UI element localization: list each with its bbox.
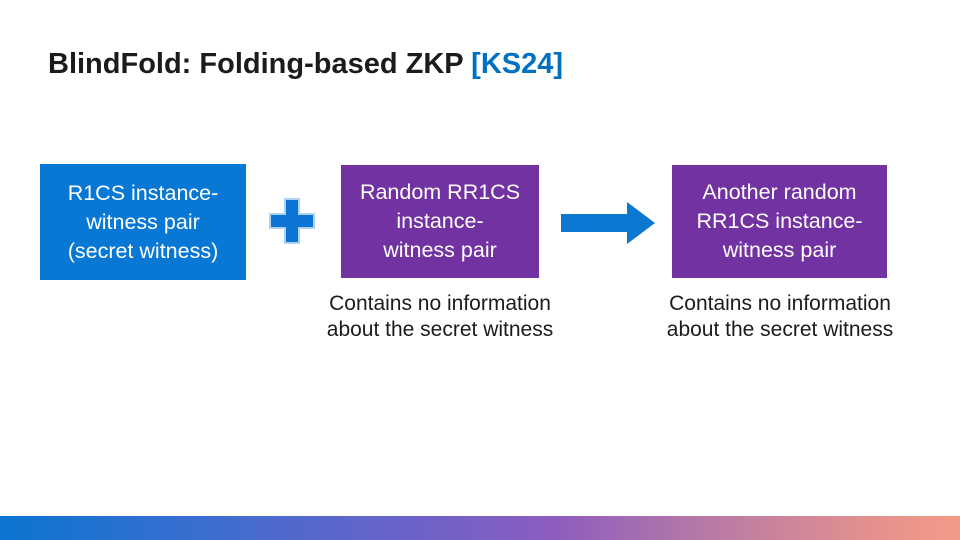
box-line: Random RR1CS	[359, 180, 521, 204]
caption-line: Contains no information	[329, 292, 551, 315]
box-r1cs-instance-witness: R1CS instance- witness pair (secret witn…	[40, 164, 246, 280]
right-arrow-icon	[561, 202, 655, 244]
caption-line: about the secret witness	[666, 318, 894, 341]
box-random-rr1cs: Random RR1CS instance- witness pair	[341, 165, 539, 278]
box-line: witness pair	[86, 209, 200, 234]
box-line: R1CS instance-	[67, 180, 219, 205]
plus-icon	[269, 198, 315, 244]
caption-random-rr1cs: Contains no information about the secret…	[307, 291, 573, 343]
box-another-random-rr1cs: Another random RR1CS instance- witness p…	[672, 165, 887, 278]
page-title: BlindFold: Folding-based ZKP [KS24]	[48, 48, 563, 81]
box-line: RR1CS instance-	[696, 209, 863, 233]
box-line: witness pair	[383, 238, 497, 262]
box-line: witness pair	[722, 238, 837, 262]
caption-another-rr1cs: Contains no information about the secret…	[647, 291, 913, 343]
caption-line: Contains no information	[669, 292, 891, 315]
title-citation: [KS24]	[471, 48, 564, 80]
box-line: Another random	[702, 180, 857, 204]
box-line: instance-	[396, 209, 484, 233]
footer-gradient-bar	[0, 516, 960, 540]
caption-line: about the secret witness	[326, 318, 554, 341]
title-text: BlindFold: Folding-based ZKP	[48, 48, 464, 80]
box-line: (secret witness)	[67, 238, 219, 263]
